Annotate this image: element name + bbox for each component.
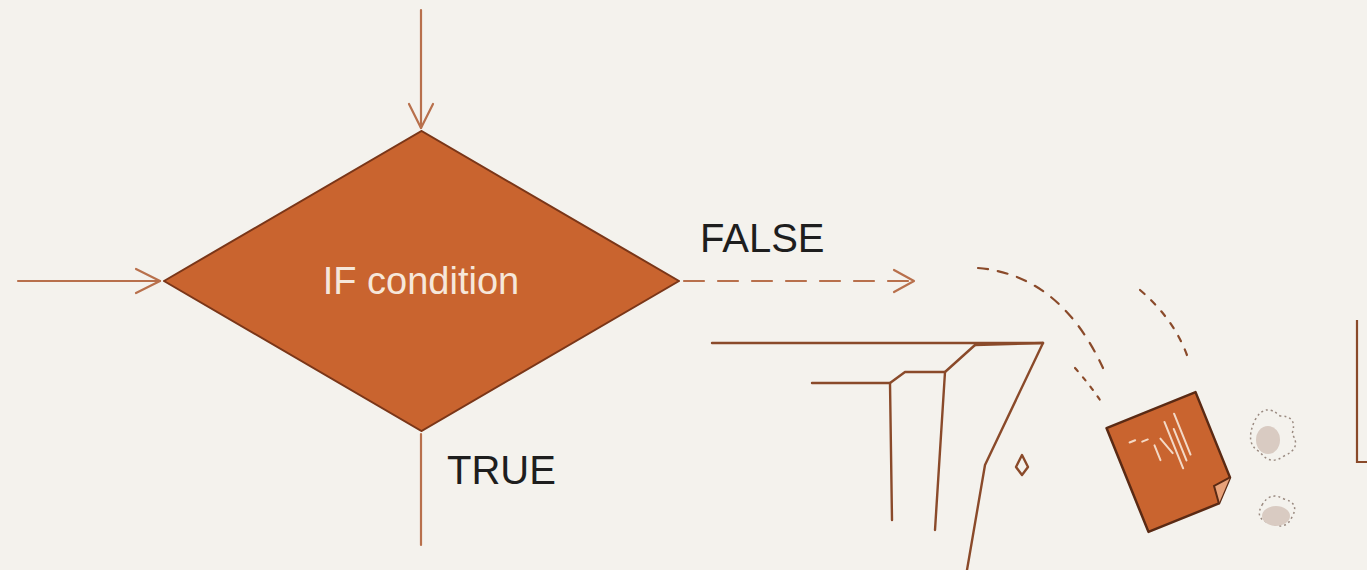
branch-label: FALSE <box>700 216 825 261</box>
condition-text: IF condition <box>323 260 519 303</box>
continuation-line <box>1357 320 1367 462</box>
false-branch-line <box>684 280 912 282</box>
arrow-head <box>409 104 433 128</box>
falling-page <box>1107 392 1238 532</box>
dust-cloud <box>1256 426 1290 526</box>
branch-label: TRUE <box>447 448 556 493</box>
decision-diamond: IF condition <box>163 130 680 432</box>
incoming-line <box>420 10 422 128</box>
diamond-outline <box>164 131 679 431</box>
arrow-head <box>136 269 160 293</box>
arrow-head <box>894 270 914 292</box>
cliff <box>712 343 1043 570</box>
fall-path <box>978 268 1188 400</box>
dust-cloud <box>1251 410 1296 526</box>
true-branch-line <box>420 434 422 545</box>
incoming-line <box>18 280 160 282</box>
